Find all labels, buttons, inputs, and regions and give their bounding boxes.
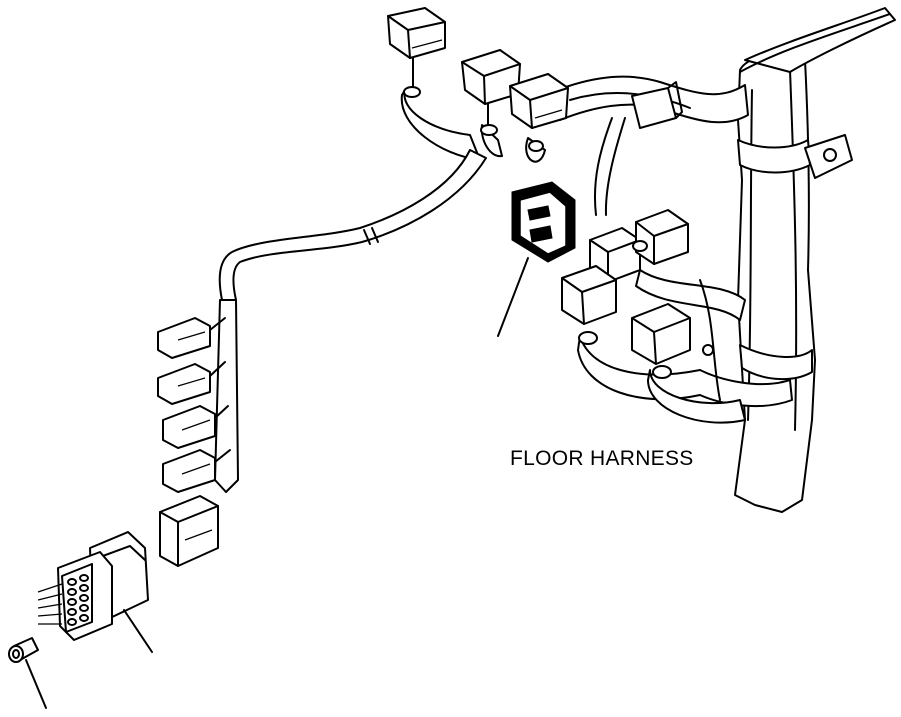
bolt bbox=[8, 637, 47, 709]
upper-connector-cluster bbox=[387, 7, 569, 163]
large-connector bbox=[37, 531, 153, 653]
connector-pins bbox=[67, 574, 89, 626]
highlighted-relay bbox=[497, 181, 576, 337]
diagonal-harness-cable bbox=[214, 149, 487, 493]
main-harness-bundle bbox=[734, 7, 896, 513]
left-connector-column bbox=[157, 317, 231, 567]
right-relay-cluster bbox=[561, 209, 793, 424]
upper-harness bbox=[544, 75, 749, 216]
floor-harness-label: FLOOR HARNESS bbox=[510, 447, 694, 470]
